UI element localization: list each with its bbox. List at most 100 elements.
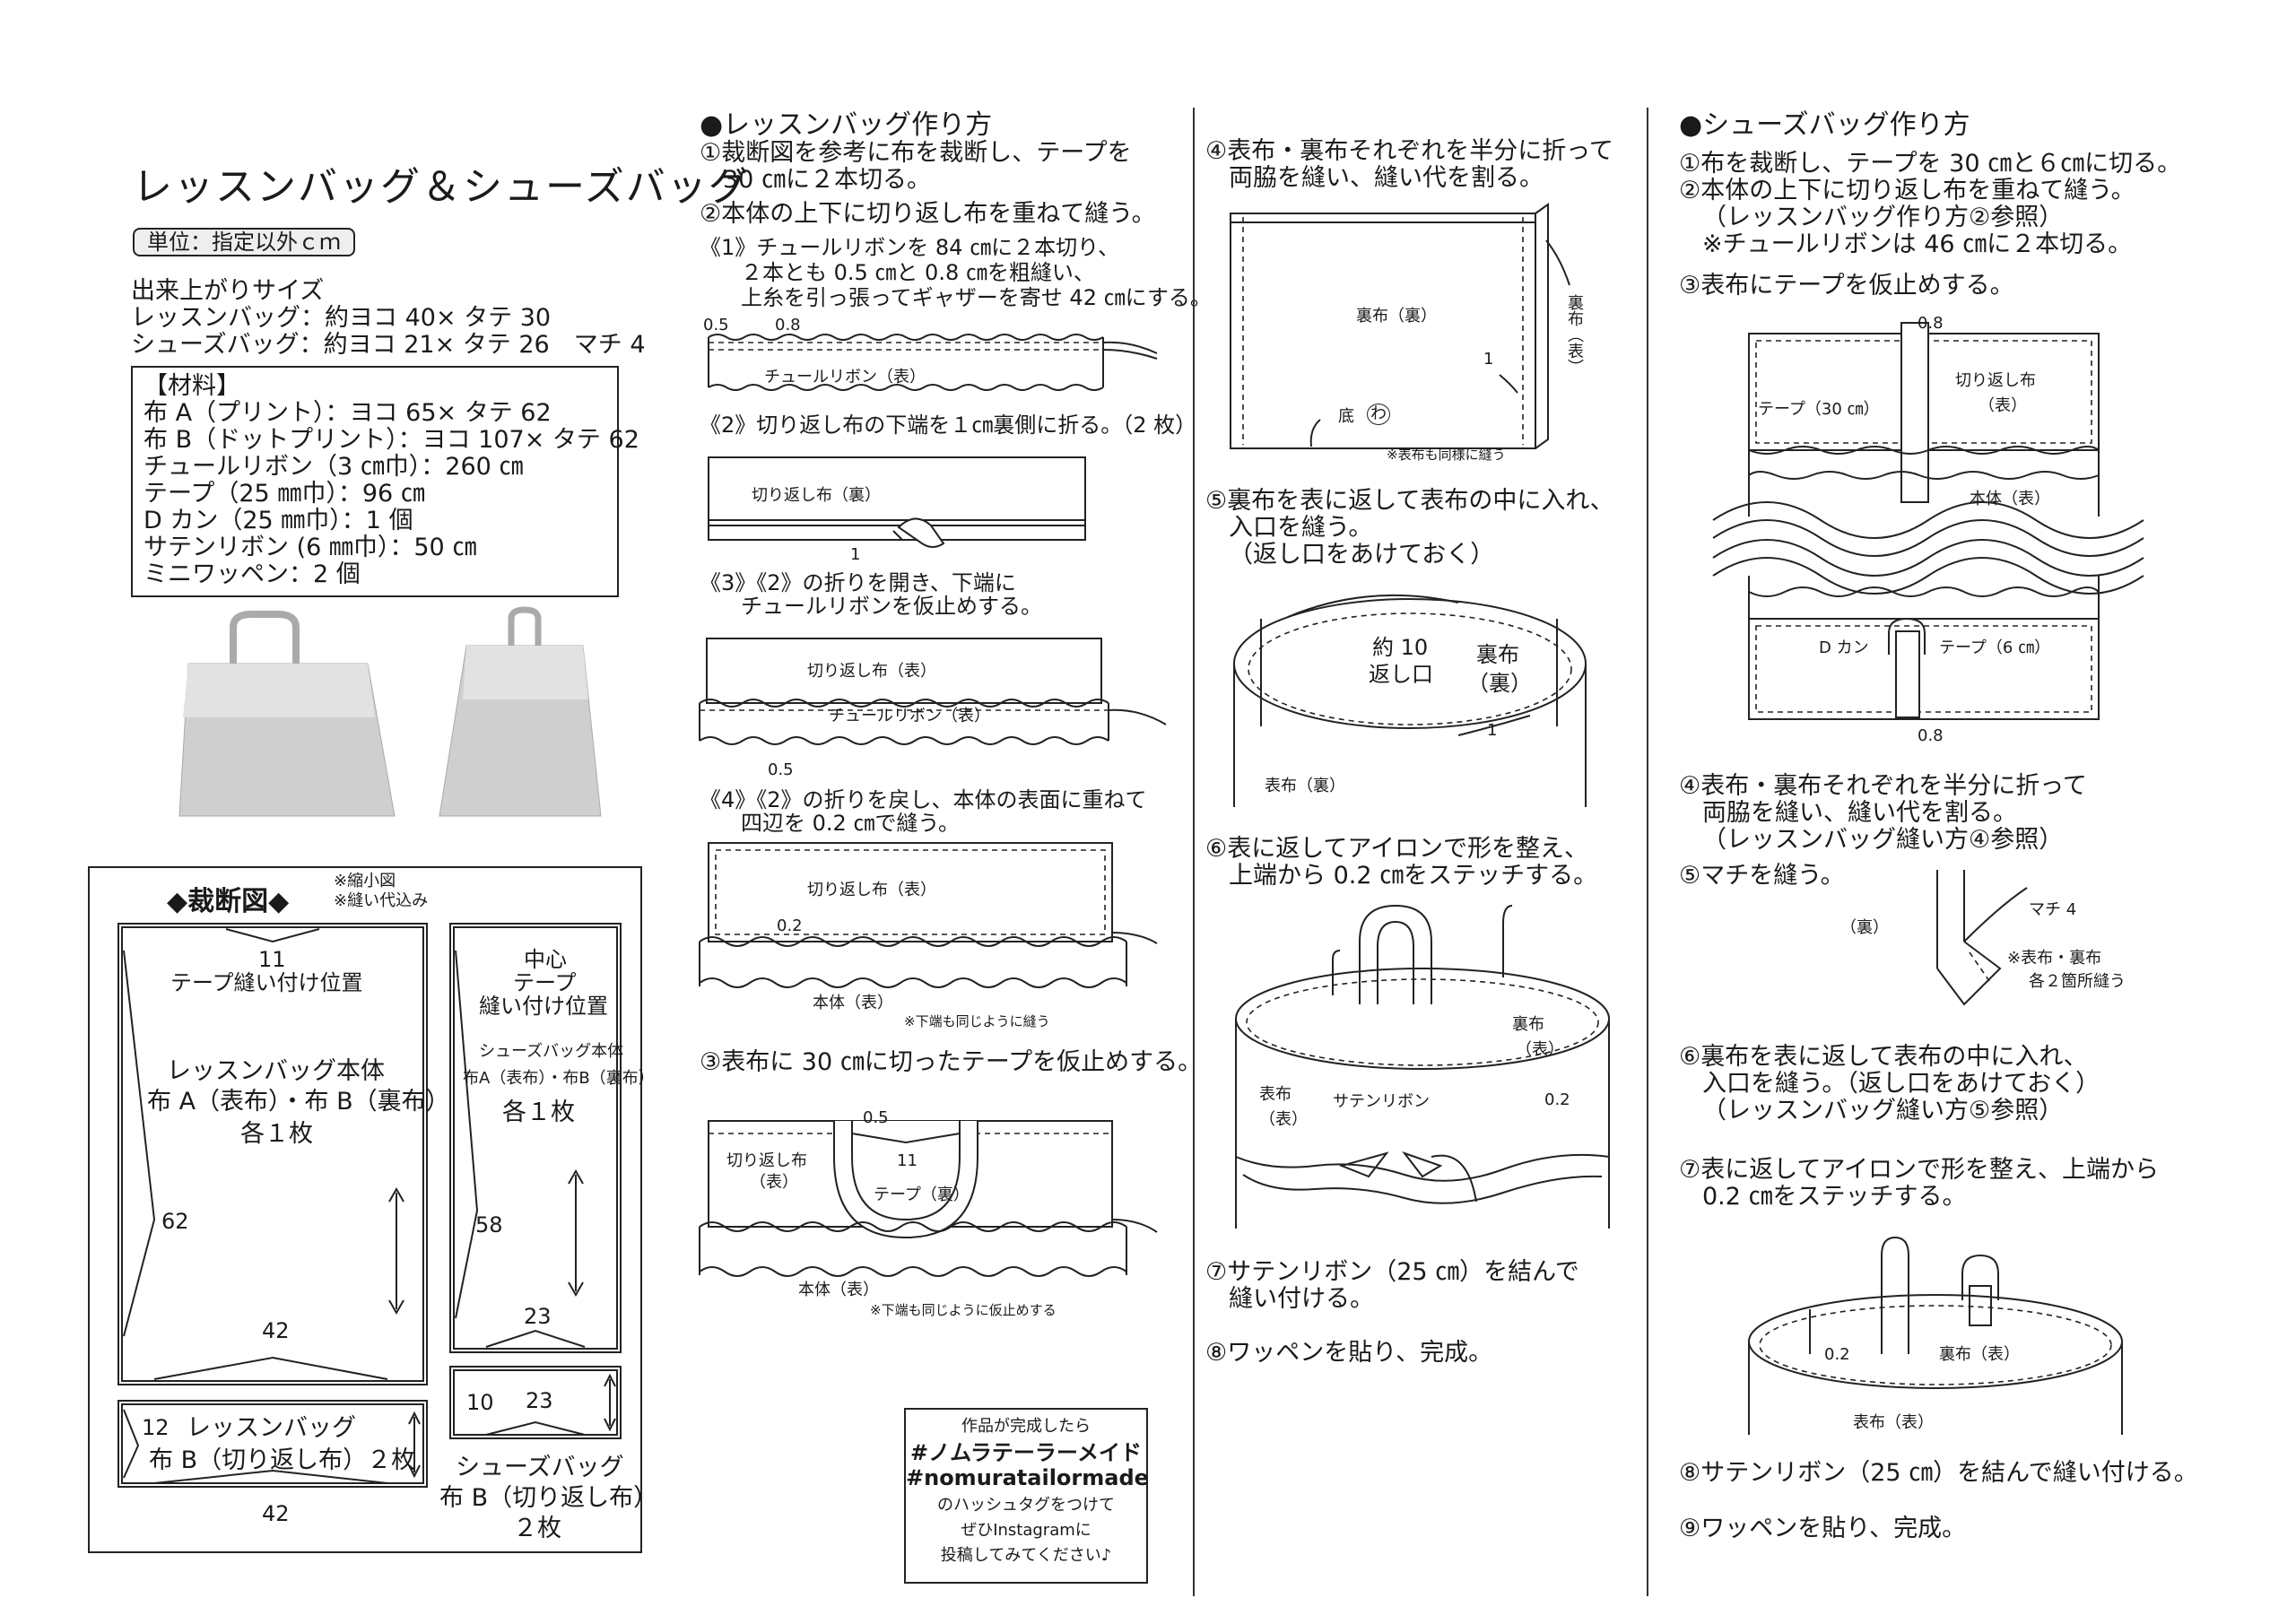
shoes-finished-figure — [1748, 1236, 2123, 1435]
fig7-about: 約 10 — [1372, 635, 1429, 660]
material-item: サテンリボン (6 ㎜巾）：50 ㎝ — [144, 534, 477, 561]
lesson-body-top-num: 11 — [258, 947, 286, 972]
gusset-note-1: ※表布・裏布 — [2007, 949, 2102, 968]
column-divider — [1193, 108, 1195, 1596]
lesson-step-2-1a: 《1》チュールリボンを 84 ㎝に２本切り、 — [700, 235, 1120, 260]
lesson-body-count: 各１枚 — [240, 1120, 313, 1148]
fig4-label-1: 切り返し布（表） — [807, 881, 936, 899]
lesson-steps-heading: ●レッスンバッグ作り方 — [700, 109, 993, 141]
material-item: テープ（25 ㎜巾）：96 ㎝ — [144, 480, 425, 508]
facing-fold-figure — [708, 456, 1086, 548]
shoes-body-pos: 縫い付け位置 — [479, 994, 608, 1019]
fig6-note: ※表布も同様に縫う — [1387, 447, 1506, 463]
fig2-label: 切り返し布（裏） — [752, 486, 881, 505]
fig5-tape: テープ（裏） — [874, 1185, 970, 1204]
fig8-ribbon: サテンリボン — [1333, 1092, 1430, 1111]
lesson-facing-name: レッスンバッグ — [187, 1414, 356, 1442]
lesson-step-7a: ⑦サテンリボン（25 ㎝）を結んで — [1205, 1258, 1579, 1286]
shoes-facing-width: 23 — [526, 1388, 553, 1413]
shoes-fig1-tape: テープ（30 ㎝） — [1758, 400, 1880, 419]
size-lesson: レッスンバッグ：約ヨコ 40× タテ 30 — [131, 304, 552, 332]
shoes-step-7a: ⑦表に返してアイロンで形を整え、上端から — [1679, 1156, 2160, 1184]
lesson-step-5b: 入口を縫う。 — [1229, 514, 1373, 542]
shoes-body-tape: テープ — [513, 970, 577, 995]
shoes-step-1: ①布を裁断し、テープを 30 ㎝と６㎝に切る。 — [1679, 150, 2182, 178]
fig7-lining: 裏布 — [1476, 642, 1519, 667]
fig6-label: 裏布（裏） — [1356, 307, 1437, 326]
fig8-outer-2: （表） — [1259, 1110, 1308, 1129]
shoes-body-center: 中心 — [524, 947, 567, 972]
cutting-diagram-box — [88, 866, 642, 1553]
shoes-step-9: ⑨ワッペンを貼り、完成。 — [1679, 1515, 1967, 1542]
shoes-step-5: ⑤マチを縫う。 — [1679, 862, 1845, 890]
shoes-fig1-dkan: D カン — [1819, 638, 1869, 657]
material-item: 布 B（ドットプリント）：ヨコ 107× タテ 62 — [144, 426, 639, 454]
shoes-step-7b: 0.2 ㎝をステッチする。 — [1702, 1183, 1967, 1211]
product-photo — [178, 606, 602, 817]
size-shoes: シューズバッグ：約ヨコ 21× タテ 26 マチ 4 — [131, 331, 646, 359]
shoes-step-4a: ④表布・裏布それぞれを半分に折って — [1679, 772, 2087, 800]
shoes-fig3-outer: 表布（表） — [1853, 1413, 1934, 1432]
hashtag-line-6: 投稿してみてください♪ — [940, 1546, 1112, 1565]
shoes-fig3-num: 0.2 — [1824, 1345, 1850, 1364]
shoes-facing-pattern — [449, 1366, 622, 1439]
material-item: チュールリボン（3 ㎝巾）：260 ㎝ — [144, 453, 524, 481]
shoes-body-name: シューズバッグ本体 — [479, 1042, 624, 1061]
shoes-fig1-08b: 0.8 — [1918, 726, 1944, 745]
folded-lining-figure — [1230, 203, 1570, 449]
lesson-step-2-4a: 《4》《2》の折りを戻し、本体の表面に重ねて — [700, 787, 1147, 812]
fig3-label-1: 切り返し布（表） — [807, 662, 936, 681]
shoes-body-width: 23 — [524, 1304, 552, 1329]
fig8-num: 0.2 — [1544, 1090, 1570, 1109]
materials-box: 【材料】 布 A（プリント）：ヨコ 65× タテ 62 布 B（ドットプリント）… — [131, 366, 639, 597]
hashtag-line-4: のハッシュタグをつけて — [937, 1496, 1115, 1515]
cutting-note-1: ※縮小図 — [334, 872, 396, 890]
cutting-heading: ◆裁断図◆ — [167, 886, 290, 917]
column-divider — [1647, 108, 1648, 1596]
shoes-step-2: ②本体の上下に切り返し布を重ねて縫う。 — [1679, 177, 2135, 204]
shoes-step-2b: （レッスンバッグ作り方②参照） — [1702, 204, 2064, 231]
shoes-facing-fabric: 布 B（切り返し布） — [439, 1484, 658, 1512]
shoes-fig3-lining: 裏布（表） — [1939, 1345, 2020, 1364]
fig5-body: 本体（表） — [798, 1281, 879, 1299]
gusset-note-2: 各２箇所縫う — [2029, 972, 2126, 991]
fig7-open: 返し口 — [1369, 662, 1433, 687]
shoes-fig1-tape6: テープ（6 ㎝） — [1939, 638, 2051, 657]
shoes-body-count: 各１枚 — [502, 1099, 575, 1126]
lesson-step-2-3a: 《3》《2》の折りを開き、下端に — [700, 570, 1016, 595]
lesson-body-name: レッスンバッグ本体 — [167, 1057, 385, 1085]
fig1-08: 0.8 — [775, 316, 801, 334]
fig6-side: 裏布（表） — [1565, 294, 1584, 375]
lesson-step-4a: ④表布・裏布それぞれを半分に折って — [1205, 137, 1613, 165]
gusset-figure — [1936, 870, 2028, 1006]
shoes-facing-name: シューズバッグ — [456, 1454, 624, 1481]
hashtag-box: 作品が完成したら #ノムラテーラーメイド #nomuratailormade の… — [904, 1408, 1149, 1584]
fig5-11: 11 — [897, 1151, 918, 1170]
shoes-facing-height: 10 — [466, 1390, 494, 1415]
lesson-body-width: 42 — [262, 1318, 290, 1343]
shoes-fig1-facing-2: （表） — [1979, 396, 2027, 415]
lesson-step-3: ③表布に 30 ㎝に切ったテープを仮止めする。 — [700, 1048, 1203, 1076]
lesson-step-2-1c: 上糸を引っ張ってギャザーを寄せ 42 ㎝にする。 — [741, 285, 1212, 310]
hashtag-jp[interactable]: #ノムラテーラーメイド — [910, 1440, 1142, 1465]
hashtag-line-1: 作品が完成したら — [961, 1417, 1091, 1436]
gusset-back: （裏） — [1840, 918, 1889, 937]
hashtag-en[interactable]: #nomuratailormade — [906, 1465, 1149, 1490]
facing-tulle-figure — [699, 638, 1167, 745]
lesson-step-4b: 両脇を縫い、縫い代を割る。 — [1229, 164, 1544, 192]
lesson-body-top-label: テープ縫い付け位置 — [170, 970, 363, 995]
lesson-facing-fabric: 布 B（切り返し布）２枚 — [149, 1446, 416, 1474]
fig8-lining: 裏布 — [1512, 1015, 1544, 1034]
size-heading: 出来上がりサイズ — [131, 277, 325, 305]
lesson-step-5c: （返し口をあけておく） — [1229, 541, 1495, 569]
lesson-step-1a: ①裁断図を参考に布を裁断し、テープを — [700, 139, 1132, 167]
materials-heading: 【材料】 — [144, 372, 240, 400]
fig4-num: 0.2 — [777, 916, 803, 935]
lesson-facing-width: 42 — [262, 1501, 290, 1526]
lesson-step-5a: ⑤裏布を表に返して表布の中に入れ、 — [1205, 487, 1614, 515]
shoes-step-4c: （レッスンバッグ縫い方④参照） — [1702, 826, 2064, 854]
shoes-body-pattern — [449, 923, 622, 1353]
lesson-step-2-4b: 四辺を 0.2 ㎝で縫う。 — [741, 811, 960, 836]
fig4-note: ※下端も同じように縫う — [904, 1013, 1050, 1029]
lesson-facing-pattern — [117, 1400, 428, 1488]
